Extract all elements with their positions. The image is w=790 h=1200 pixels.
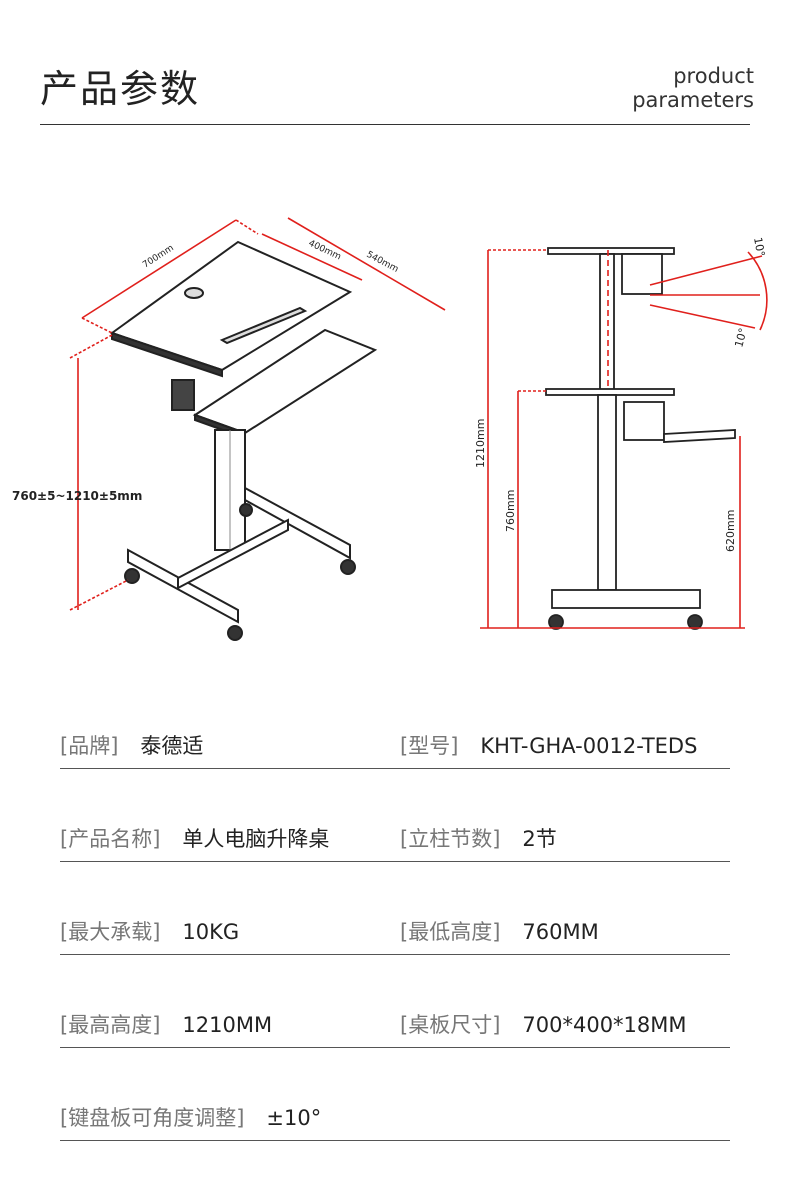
spec-label: [最低高度] [400,920,501,944]
spec-item-product-name: [产品名称] 单人电脑升降桌 [60,823,329,853]
spec-label: [桌板尺寸] [400,1013,501,1037]
spec-value: 700*400*18MM [522,1013,687,1037]
side-height-min-label: 760mm [504,490,517,532]
spec-label: [产品名称] [60,827,161,851]
spec-item-max-load: [最大承载] 10KG [60,916,239,946]
wheel [340,559,356,575]
spec-item-column-sections: [立柱节数] 2节 [400,823,557,853]
side-view-drawing [545,247,736,630]
page-subtitle: product parameters [632,64,754,112]
angle-up-label: 10° [751,236,767,257]
spec-item-min-height: [最低高度] 760MM [400,916,599,946]
page-title: 产品参数 [40,67,201,111]
tray-bracket [171,379,195,411]
spec-value: KHT-GHA-0012-TEDS [480,734,698,758]
header-divider [40,124,750,125]
spec-item-max-height: [最高高度] 1210MM [60,1009,272,1039]
side-upper-column [599,253,615,395]
side-bracket-box [623,401,665,441]
spec-value: 760MM [522,920,599,944]
angle-down-label: 10° [732,327,750,349]
side-keyboard-tray [663,429,736,443]
spec-row: [键盘板可角度调整] ±10° [60,1072,730,1141]
spec-row: [最大承载] 10KG [最低高度] 760MM [60,886,730,955]
iso-dimension-lines [69,217,446,611]
iso-desk-drawing [109,240,378,641]
spec-label: [最高高度] [60,1013,161,1037]
spec-label: [型号] [400,734,459,758]
cable-hole [184,287,204,299]
spec-value: 泰德适 [140,734,204,758]
spec-item-board-size: [桌板尺寸] 700*400*18MM [400,1009,687,1039]
wheel [239,503,253,517]
dim-depth1-label: 400mm [307,239,343,263]
spec-table: [品牌] 泰德适 [型号] KHT-GHA-0012-TEDS [产品名称] 单人电脑… [60,700,730,1165]
base-cross-bar [177,518,289,590]
subtitle-line-2: parameters [632,88,754,112]
spec-row: [品牌] 泰德适 [型号] KHT-GHA-0012-TEDS [60,700,730,769]
spec-label: [立柱节数] [400,827,501,851]
side-tilt-bracket [621,253,663,295]
product-diagram: 700mm 400mm 540mm 760±5~1210±5mm 1210mm … [12,217,768,641]
spec-value: ±10° [266,1106,322,1130]
wheel [124,568,140,584]
spec-row: [最高高度] 1210MM [桌板尺寸] 700*400*18MM [60,979,730,1048]
spec-value: 1210MM [182,1013,273,1037]
spec-item-keyboard-angle: [键盘板可角度调整] ±10° [60,1102,321,1132]
dim-height-range-label: 760±5~1210±5mm [12,489,142,503]
dim-depth2-label: 540mm [365,250,400,275]
side-keyboard-height-label: 620mm [724,510,737,552]
spec-item-brand: [品牌] 泰德适 [60,730,203,760]
side-base [551,589,701,609]
subtitle-line-1: product [673,64,754,88]
side-height-max-label: 1210mm [474,419,487,468]
side-column [597,394,617,591]
spec-value: 2节 [522,827,557,851]
spec-row: [产品名称] 单人电脑升降桌 [立柱节数] 2节 [60,793,730,862]
dim-width-label: 700mm [141,243,176,270]
base-rear-bar [244,486,351,560]
spec-value: 单人电脑升降桌 [182,827,330,851]
side-wheel [548,614,564,630]
spec-label: [最大承载] [60,920,161,944]
spec-item-model: [型号] KHT-GHA-0012-TEDS [400,730,697,760]
spec-label: [品牌] [60,734,119,758]
pen-slot [219,306,308,345]
wheel [227,625,243,641]
spec-value: 10KG [182,920,240,944]
spec-label: [键盘板可角度调整] [60,1106,245,1130]
side-wheel [687,614,703,630]
desktop-edge [111,331,223,378]
side-dimension-lines [480,249,768,629]
